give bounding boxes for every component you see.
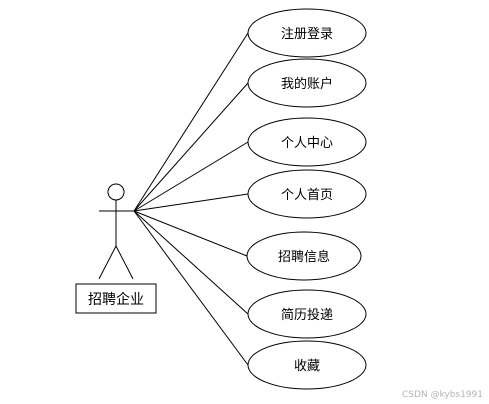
use-case-ellipse-resume-delivery <box>247 289 367 339</box>
association-line-resume-delivery <box>133 210 249 315</box>
actor-label-box: 招聘企业 <box>75 283 157 314</box>
association-line-my-account <box>133 82 249 212</box>
use-case-label-register-login: 注册登录 <box>281 27 333 42</box>
use-case-ellipse-favorites <box>247 340 367 390</box>
use-case-ellipse-job-info <box>246 231 362 281</box>
use-case-label-resume-delivery: 简历投递 <box>281 307 333 323</box>
use-case-label-my-account: 我的账户 <box>281 76 333 92</box>
use-case-register-login: 注册登录 <box>247 8 367 58</box>
association-line-favorites <box>133 210 249 366</box>
association-line-job-info <box>133 210 248 257</box>
use-case-label-job-info: 招聘信息 <box>278 249 330 265</box>
use-case-personal-home: 个人首页 <box>247 169 367 219</box>
association-lines <box>133 32 249 366</box>
actor-figure <box>98 183 134 280</box>
use-case-favorites: 收藏 <box>247 340 367 390</box>
actor-left-leg <box>98 245 117 280</box>
use-case-resume-delivery: 简历投递 <box>247 289 367 339</box>
actor-head <box>107 183 125 201</box>
association-line-personal-home <box>133 193 249 212</box>
association-line-personal-center <box>133 141 249 212</box>
use-case-ellipse-personal-home <box>247 169 367 219</box>
use-case-label-personal-home: 个人首页 <box>281 188 333 203</box>
use-case-ellipse-register-login <box>247 8 367 58</box>
watermark: CSDN @kybs1991 <box>401 390 483 400</box>
actor-label: 招聘企业 <box>88 291 144 308</box>
association-line-register-login <box>133 32 249 212</box>
use-case-label-personal-center: 个人中心 <box>281 136 333 151</box>
use-case-ellipse-my-account <box>247 58 367 108</box>
use-case-job-info: 招聘信息 <box>246 231 362 281</box>
use-case-ellipse-personal-center <box>247 117 367 167</box>
use-case-label-favorites: 收藏 <box>294 359 320 374</box>
actor-right-leg <box>115 245 134 280</box>
use-case-personal-center: 个人中心 <box>247 117 367 167</box>
use-case-my-account: 我的账户 <box>247 58 367 108</box>
